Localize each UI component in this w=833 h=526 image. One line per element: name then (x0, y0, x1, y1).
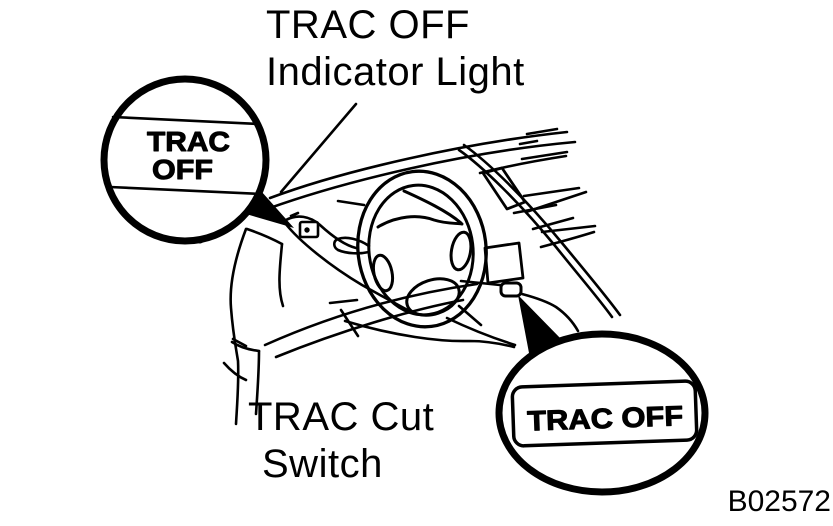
steering-wheel (356, 169, 488, 329)
trac-off-indicator-lamp (298, 220, 320, 239)
indicator-lamp-label-line2: OFF (152, 154, 213, 185)
wheel-right-spoke (449, 230, 473, 272)
switch-face-outline (510, 379, 699, 448)
turn-signal-stalk (332, 236, 371, 255)
airbag-pad-top (376, 215, 464, 229)
switch-caption: TRAC Cut Switch (248, 394, 434, 488)
figure-code: B02572 (727, 485, 831, 518)
switch-face-label: TRAC OFF (527, 400, 684, 436)
wheel-hub-pad (405, 277, 461, 317)
diagram-title: TRAC OFF Indicator Light (266, 2, 525, 96)
trac-cut-switch (499, 281, 523, 298)
indicator-lamp-label-line1: TRAC (147, 126, 230, 157)
switch-callout-bubble: TRAC OFF (495, 295, 709, 496)
diagram-title-line2: Indicator Light (266, 50, 525, 94)
switch-caption-line2: Switch (262, 442, 383, 486)
switch-caption-line1: TRAC Cut (248, 395, 435, 439)
diagram-title-line1: TRAC OFF (266, 3, 470, 47)
wheel-left-spoke (371, 253, 395, 293)
indicator-callout-bubble: TRAC OFF (100, 75, 294, 245)
